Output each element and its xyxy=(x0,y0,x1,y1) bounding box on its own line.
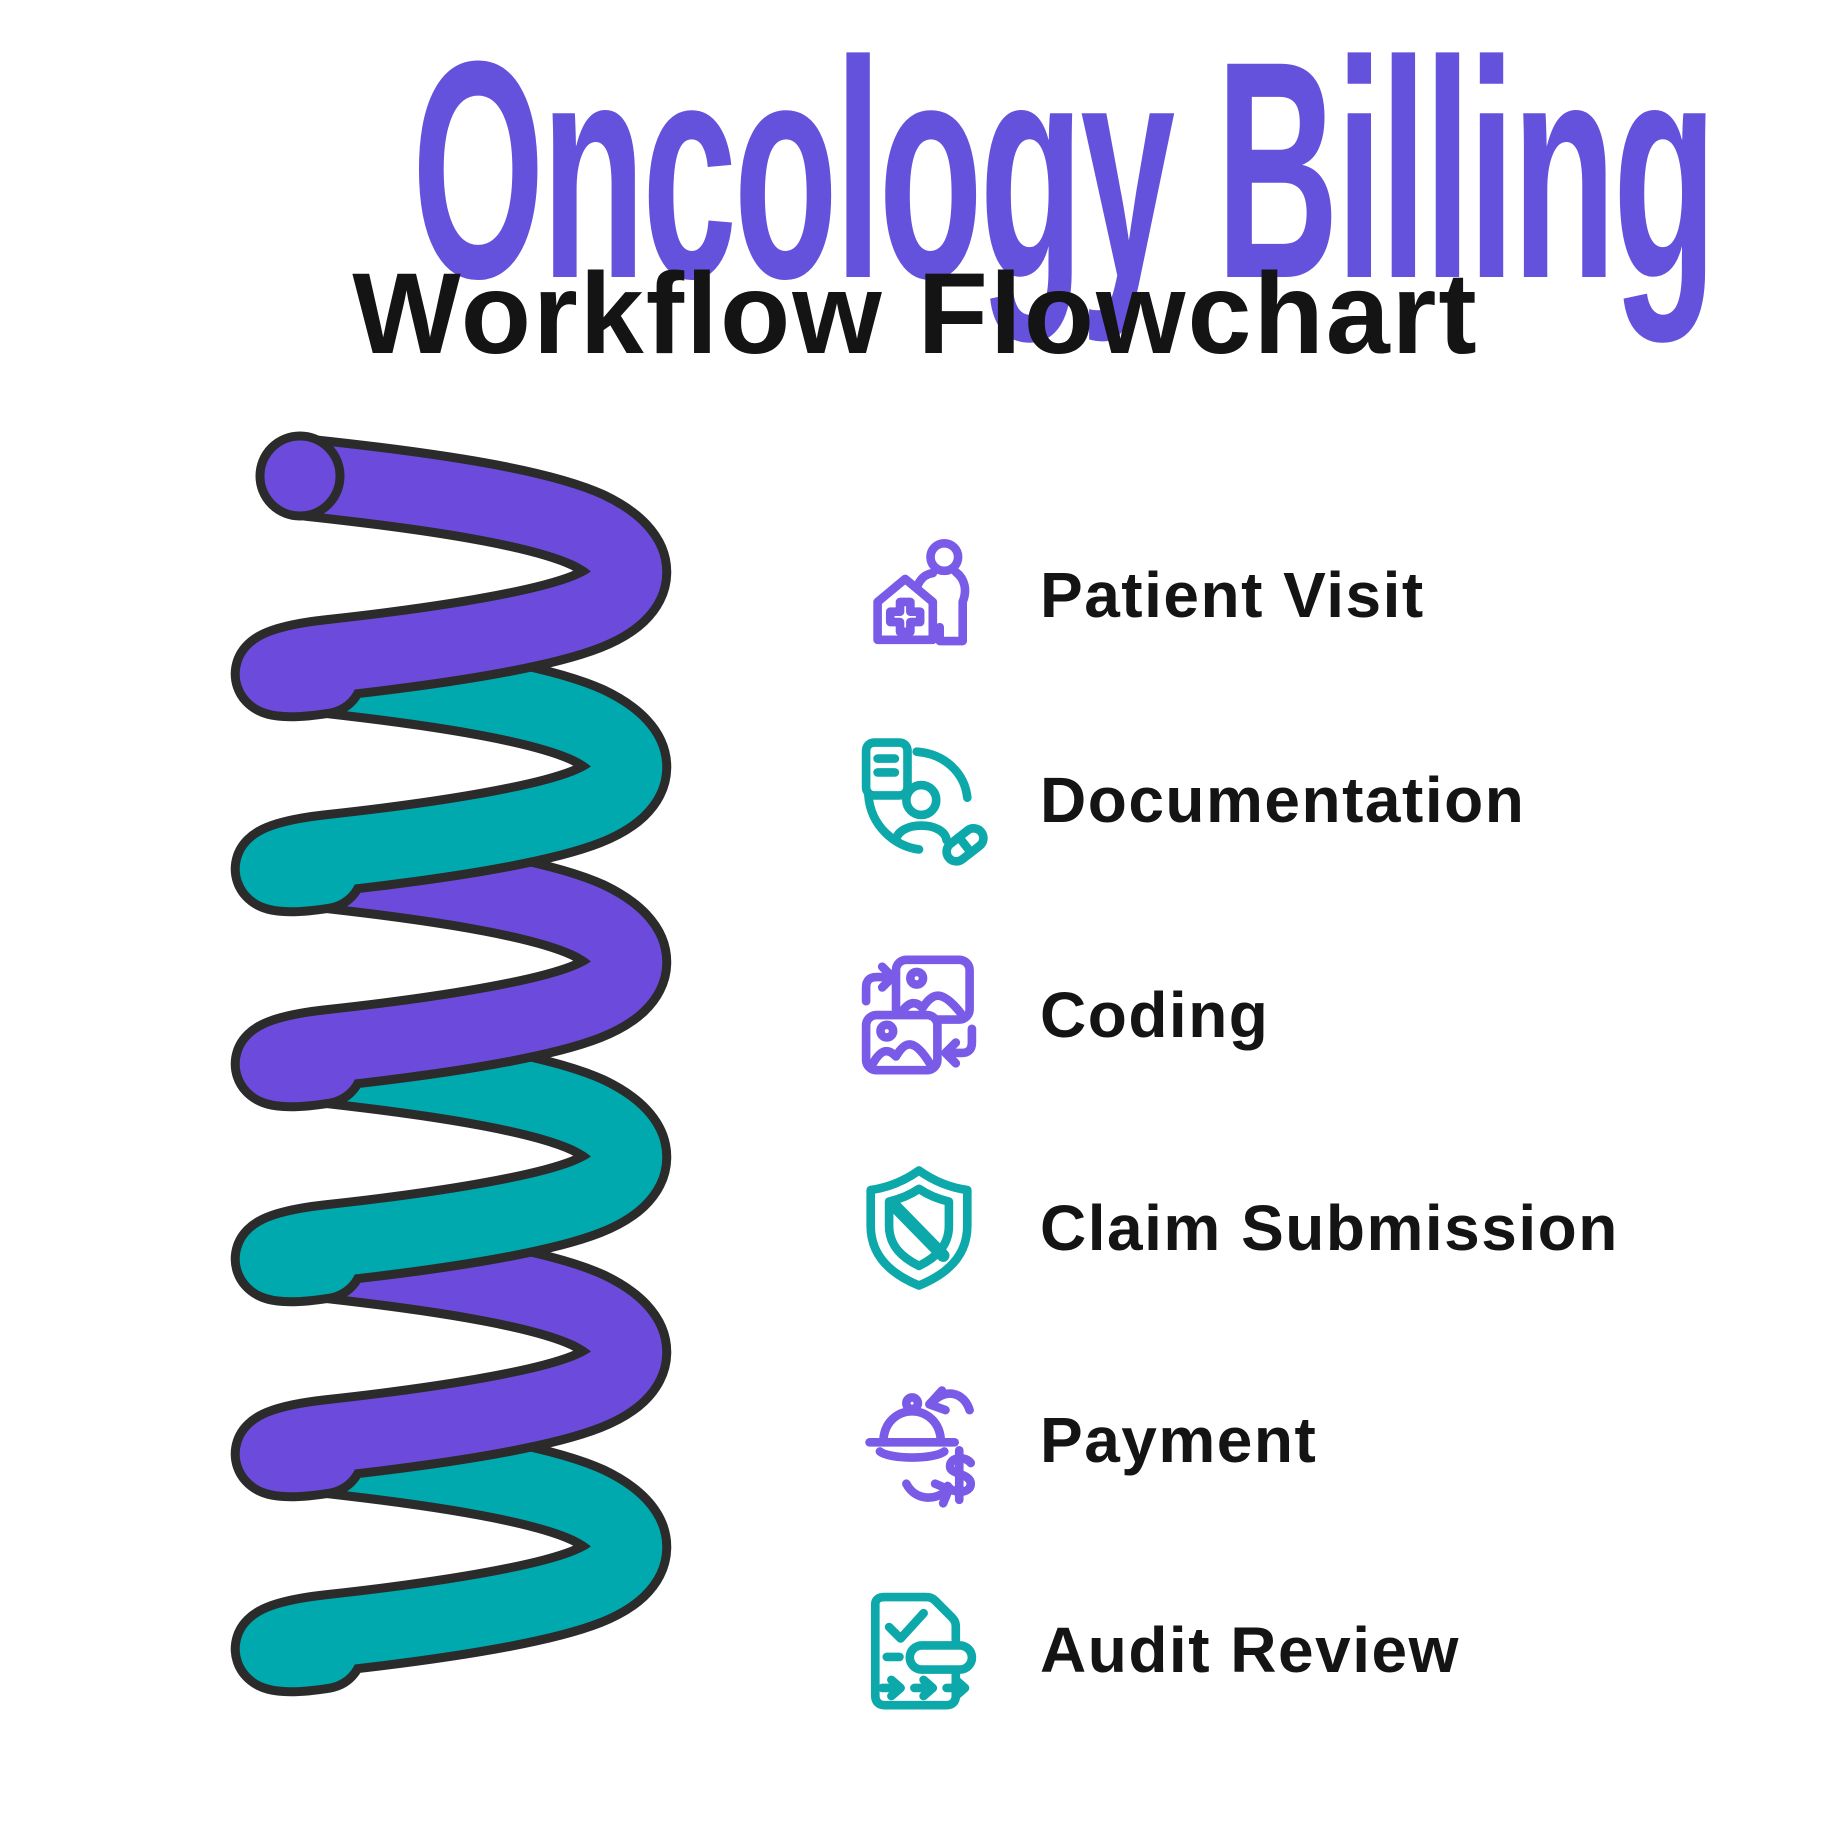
workflow-step-documentation: Documentation xyxy=(850,730,1525,870)
payment-icon xyxy=(850,1371,988,1509)
workflow-step-patient-visit: Patient Visit xyxy=(850,525,1425,665)
spring-end-cap xyxy=(255,431,345,521)
patient-visit-icon xyxy=(850,526,988,664)
coil-spring-illustration xyxy=(230,431,672,1697)
step-label: Claim Submission xyxy=(1040,1192,1619,1264)
step-label: Payment xyxy=(1040,1404,1318,1476)
documentation-icon xyxy=(850,731,988,869)
step-label: Coding xyxy=(1040,979,1270,1051)
workflow-step-coding: Coding xyxy=(850,945,1269,1085)
workflow-step-audit-review: Audit Review xyxy=(850,1580,1460,1720)
page-subtitle: Workflow Flowchart xyxy=(352,250,1479,378)
claim-submission-icon xyxy=(850,1159,988,1297)
workflow-step-payment: Payment xyxy=(850,1370,1317,1510)
step-label: Documentation xyxy=(1040,764,1526,836)
step-label: Patient Visit xyxy=(1040,559,1425,631)
workflow-step-claim-submission: Claim Submission xyxy=(850,1158,1619,1298)
step-label: Audit Review xyxy=(1040,1614,1460,1686)
audit-review-icon xyxy=(850,1581,988,1719)
coding-icon xyxy=(850,946,988,1084)
